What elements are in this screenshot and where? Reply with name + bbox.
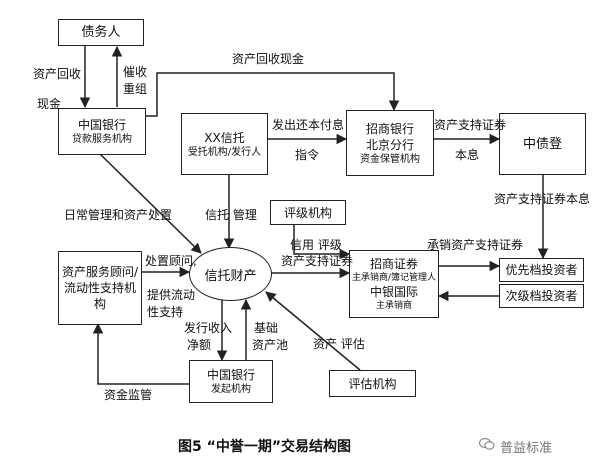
label-proceeds-1: 发行收入 bbox=[184, 321, 233, 335]
senior-investors-box: 优先档投资者 bbox=[499, 258, 584, 282]
label-asset-recovery: 资产回收 bbox=[33, 67, 82, 81]
cmb-branch: 北京分行 bbox=[365, 137, 414, 152]
label-liquidity-2: 性支持 bbox=[147, 305, 184, 319]
label-credit-rating-2: 资产支持证券 bbox=[281, 254, 354, 268]
trust-property-ellipse: 信托财产 bbox=[189, 247, 272, 301]
label-credit-rating-1: 信用 评级 bbox=[290, 238, 342, 252]
label-collection-1: 催收 bbox=[123, 65, 148, 79]
label-abs-2: 本息 bbox=[455, 148, 480, 162]
sub-investors-label: 次级档投资者 bbox=[505, 289, 578, 303]
label-asset-recovery-cash: 资产回收现金 bbox=[232, 52, 305, 66]
underwriter-2-role: 主承销商 bbox=[375, 301, 412, 311]
appraiser-label: 评估机构 bbox=[348, 376, 397, 391]
boc-servicer-box: 中国银行 贷款服务机构 bbox=[58, 108, 146, 155]
underwriter-1-role: 主承销商/簿记管理人 bbox=[351, 273, 437, 283]
wechat-icon bbox=[479, 437, 495, 450]
label-abs-1: 资产支持证券 bbox=[434, 118, 507, 132]
label-trust-management: 信托 管理 bbox=[205, 208, 257, 222]
label-fund-supervision: 资金监管 bbox=[104, 388, 153, 402]
label-cash: 现金 bbox=[37, 97, 62, 111]
label-daily-management: 日常管理和资产处置 bbox=[64, 208, 173, 222]
label-payment-instruction-2: 指令 bbox=[295, 148, 320, 162]
ccdc-box: 中债登 bbox=[499, 113, 586, 175]
arrow-appraiser-to-trust bbox=[265, 291, 361, 371]
boc-servicer-name: 中国银行 bbox=[77, 118, 126, 132]
label-asset-valuation: 资产 评估 bbox=[313, 337, 365, 351]
cmb-name: 招商银行 bbox=[365, 121, 414, 136]
label-payment-instruction-1: 发出还本付息 bbox=[272, 118, 345, 132]
label-proceeds-2: 净额 bbox=[187, 338, 212, 352]
arrow-servicer-to-trust bbox=[99, 153, 202, 254]
debtor-box: 债务人 bbox=[58, 19, 144, 46]
cmb-beijing-box: 招商银行 北京分行 资金保管机构 bbox=[346, 110, 434, 176]
advisor-line-3: 构 bbox=[93, 297, 106, 311]
cmb-role: 资金保管机构 bbox=[360, 153, 420, 165]
trustee-box: XX信托 受托机构/发行人 bbox=[181, 113, 268, 175]
label-base-pool-2: 资产池 bbox=[252, 338, 289, 352]
label-disposal-advisory: 处置顾问, bbox=[145, 254, 197, 268]
boc-servicer-role: 贷款服务机构 bbox=[72, 134, 132, 145]
advisor-line-1: 资产服务顾问/ bbox=[61, 265, 139, 279]
originator-role: 发起机构 bbox=[211, 384, 251, 395]
trust-property-label: 信托财产 bbox=[204, 268, 257, 284]
senior-investors-label: 优先档投资者 bbox=[505, 263, 578, 277]
boc-originator-box: 中国银行 发起机构 bbox=[189, 360, 273, 403]
label-abs-principal-interest: 资产支持证券本息 bbox=[494, 192, 591, 206]
ccdc-label: 中债登 bbox=[522, 136, 562, 152]
arrow-servicer-to-custodian bbox=[145, 72, 400, 117]
originator-name: 中国银行 bbox=[206, 368, 255, 382]
trustee-name: XX信托 bbox=[204, 130, 245, 145]
arrow-originator-to-advisor bbox=[92, 322, 189, 385]
label-underwrite: 承销资产支持证券 bbox=[427, 238, 524, 252]
watermark-text: 普益标准 bbox=[500, 441, 553, 456]
appraiser-box: 评估机构 bbox=[329, 370, 416, 397]
underwriters-box: 招商证券 主承销商/簿记管理人 中银国际 主承销商 bbox=[349, 250, 439, 318]
advisor-line-2: 流动性支持机 bbox=[63, 281, 136, 295]
asset-advisor-box: 资产服务顾问/ 流动性支持机 构 bbox=[58, 251, 142, 325]
underwriter-2-name: 中银国际 bbox=[369, 285, 418, 299]
rating-agency-label: 评级机构 bbox=[283, 205, 332, 220]
underwriter-1-name: 招商证券 bbox=[369, 257, 418, 271]
rating-agency-box: 评级机构 bbox=[270, 200, 346, 225]
sub-investors-box: 次级档投资者 bbox=[499, 284, 584, 308]
arrow-rating-to-underwriters bbox=[293, 224, 351, 260]
label-collection-2: 重组 bbox=[123, 82, 148, 96]
label-liquidity-1: 提供流动 bbox=[147, 288, 196, 302]
label-base-pool-1: 基础 bbox=[254, 321, 279, 335]
figure-caption: 图5 “中誉一期”交易结构图 bbox=[178, 439, 352, 455]
trustee-role: 受托机构/发行人 bbox=[187, 146, 262, 158]
debtor-label: 债务人 bbox=[81, 25, 121, 40]
